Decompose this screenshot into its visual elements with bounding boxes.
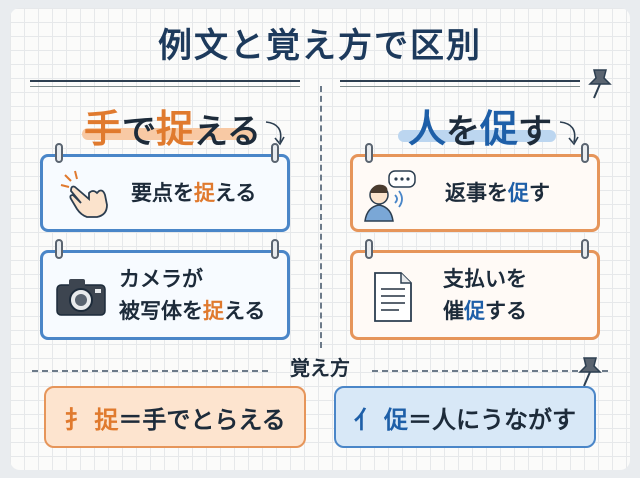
right-header-rule (340, 80, 580, 82)
radical-hand: 扌 (64, 405, 89, 434)
column-divider (320, 86, 322, 348)
binder-ring (365, 143, 373, 163)
example-text: 支払いを 催促する (443, 263, 527, 327)
highlight-kanji: 促 (464, 299, 485, 323)
example-card-right-1: 返事を促す (350, 143, 600, 232)
left-heading: 手 で 捉 える (84, 98, 261, 153)
memo-kanji: 捉 (94, 405, 119, 434)
text-part: 催 (443, 299, 464, 323)
left-heading-particle: で (122, 112, 157, 152)
left-header-rule-thin (30, 86, 300, 87)
memo-divider-right (372, 370, 608, 372)
left-heading-highlight (82, 128, 254, 140)
speaking-person-icon (364, 170, 416, 222)
camera-icon (56, 279, 106, 316)
binder-ring (55, 143, 63, 163)
left-heading-kanji: 捉 (156, 107, 195, 151)
binder-ring (55, 239, 63, 259)
text-part: える (224, 299, 266, 323)
text-part: す (529, 181, 550, 205)
memo-label: 覚え方 (290, 356, 350, 380)
memo-text: ＝手でとらえる (118, 405, 286, 434)
curved-arrow-icon (559, 121, 579, 146)
text-part: 被写体を (119, 299, 203, 323)
example-text: 返事を促す (445, 177, 550, 209)
text-line: 支払いを (443, 267, 527, 291)
example-text: 要点を捉える (131, 177, 256, 209)
example-card-left-1: 要点を捉える (40, 143, 290, 232)
memo-kanji: 促 (384, 405, 408, 434)
memo-divider-left (32, 370, 268, 372)
binder-ring (365, 239, 373, 259)
right-heading-tail: す (518, 112, 553, 152)
memo-left-box: 扌 捉 ＝手でとらえる (44, 386, 306, 448)
radical-person: 亻 (354, 405, 378, 434)
right-heading-particle: を (446, 112, 481, 152)
left-header-rule (30, 80, 300, 82)
left-heading-hand: 手 (84, 107, 123, 151)
binder-ring (581, 239, 589, 259)
text-part: 返事を (445, 181, 508, 205)
example-card-left-2: カメラが 被写体を捉える (40, 239, 290, 340)
text-part: 要点を (131, 181, 194, 205)
text-line: カメラが (119, 267, 203, 291)
pushpin-icon (578, 357, 602, 387)
highlight-kanji: 捉 (203, 299, 224, 323)
binder-ring (581, 143, 589, 163)
binder-ring (271, 239, 279, 259)
text-part: える (215, 181, 257, 205)
highlight-kanji: 捉 (194, 181, 215, 205)
memo-text: ＝人にうながす (408, 405, 576, 434)
page-title: 例文と覚え方で区別 (158, 26, 482, 66)
pointing-hand-icon (60, 170, 108, 218)
memo-right-box: 亻 促 ＝人にうながす (334, 386, 596, 448)
right-heading-highlight (398, 130, 556, 142)
right-heading-person: 人 (408, 107, 447, 151)
text-part: する (485, 299, 527, 323)
document-icon (374, 272, 412, 322)
right-header-rule-thin (340, 86, 580, 87)
pushpin-icon (588, 69, 612, 99)
left-heading-tail: える (194, 112, 262, 152)
binder-ring (271, 143, 279, 163)
highlight-kanji: 促 (508, 181, 529, 205)
right-heading-kanji: 促 (480, 107, 519, 151)
example-card-right-2: 支払いを 催促する (350, 239, 600, 340)
right-heading: 人 を 促 す (408, 98, 552, 153)
example-text: カメラが 被写体を捉える (119, 263, 265, 327)
curved-arrow-icon (265, 121, 285, 146)
